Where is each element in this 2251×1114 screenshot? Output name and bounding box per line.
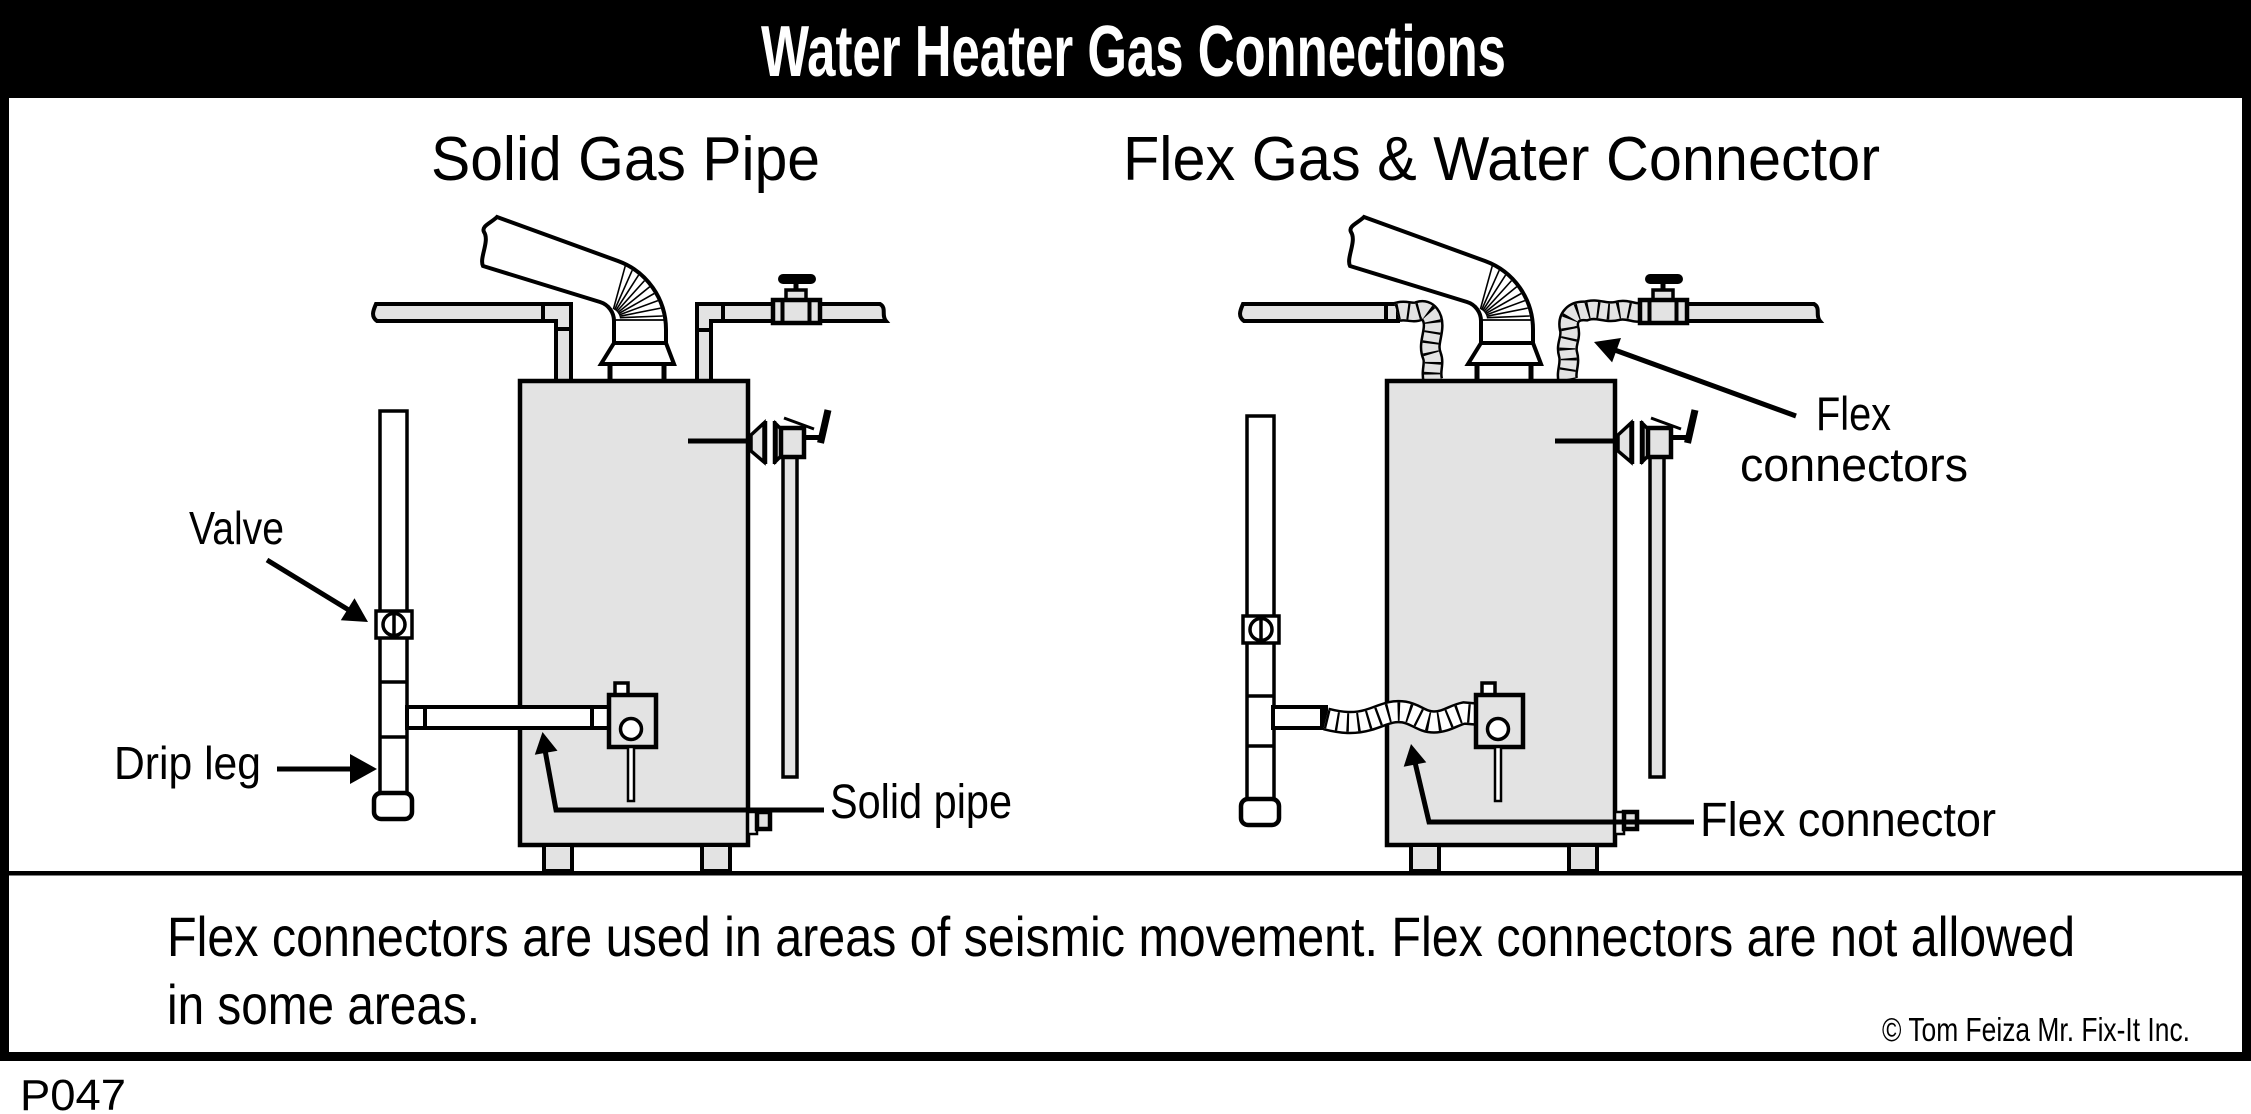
svg-text:P047: P047: [20, 1071, 126, 1114]
svg-text:Flex connector: Flex connector: [1700, 794, 1996, 847]
svg-text:Water Heater Gas Connections: Water Heater Gas Connections: [761, 12, 1506, 92]
svg-text:Flex: Flex: [1816, 387, 1891, 440]
svg-text:Solid Gas Pipe: Solid Gas Pipe: [431, 125, 820, 194]
svg-text:Flex connectors are used in ar: Flex connectors are used in areas of sei…: [167, 905, 2075, 968]
svg-text:in some areas.: in some areas.: [167, 973, 480, 1036]
svg-text:connectors: connectors: [1740, 438, 1968, 491]
svg-text:Solid pipe: Solid pipe: [830, 776, 1012, 829]
svg-text:© Tom Feiza Mr. Fix-It Inc.: © Tom Feiza Mr. Fix-It Inc.: [1882, 1011, 2190, 1048]
svg-text:Flex Gas & Water Connector: Flex Gas & Water Connector: [1123, 125, 1880, 194]
svg-text:Valve: Valve: [189, 502, 284, 554]
svg-text:Drip leg: Drip leg: [114, 737, 261, 789]
